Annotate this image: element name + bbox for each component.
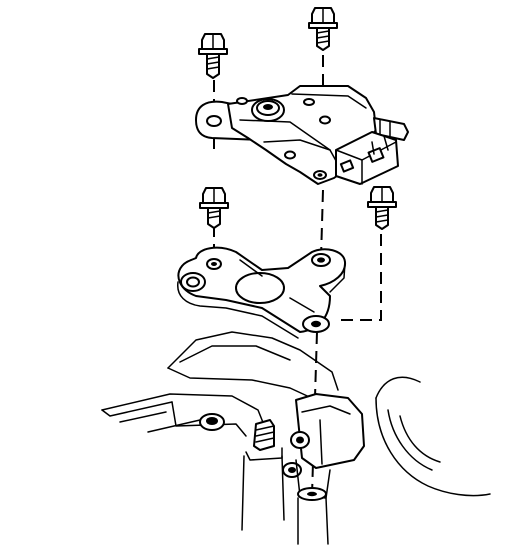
bolt-icon <box>367 186 397 230</box>
shift-shaft-icon <box>241 419 285 531</box>
bolt-icon <box>199 187 229 229</box>
alignment-line-right-bolt <box>338 234 382 321</box>
bolt-icon <box>308 7 338 51</box>
mounting-bracket-icon <box>177 246 347 339</box>
bolt-icon <box>198 33 228 79</box>
switch-assembly-icon <box>195 85 409 185</box>
transmission-case-icon <box>101 331 491 545</box>
alignment-line-mid-center <box>320 189 324 259</box>
